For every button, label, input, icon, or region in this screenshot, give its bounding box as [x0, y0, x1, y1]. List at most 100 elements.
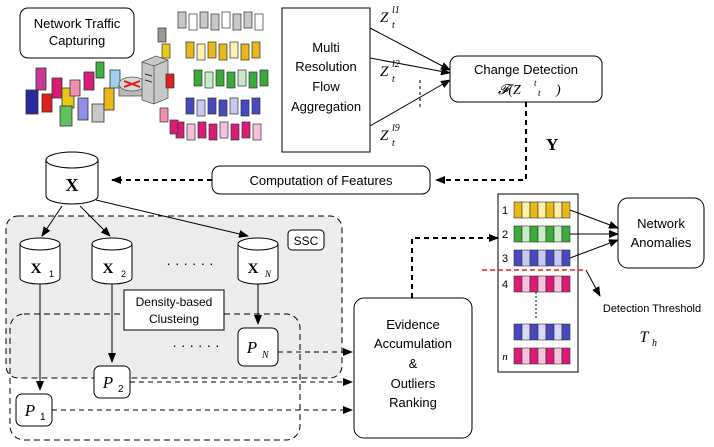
aggregation-to-detection-arrows	[369, 27, 451, 127]
ranking-to-anomalies-arrows	[569, 209, 619, 259]
formula-subscript: t	[538, 88, 541, 98]
ranking-cell	[529, 275, 539, 293]
evidence-label-3: &	[409, 356, 418, 371]
partition-pn-sub: N	[261, 350, 270, 361]
ssc-label-box: SSC	[287, 229, 325, 251]
ranking-row-label: 1	[502, 205, 508, 217]
z9-subscript: t	[392, 138, 395, 149]
ranking-cell	[561, 249, 571, 267]
aggregation-label-4: Aggregation	[291, 99, 361, 114]
ranking-cell	[537, 201, 547, 219]
svg-text:Z: Z	[380, 10, 389, 26]
ranking-cell	[545, 275, 555, 293]
partition-p2-sub: 2	[118, 384, 124, 395]
ranking-cell	[521, 323, 531, 341]
flow-packet	[215, 69, 225, 87]
subspace-ellipsis: · · · · · ·	[166, 255, 213, 271]
flow-packet	[219, 121, 229, 139]
subspace-x1: X 1	[19, 237, 61, 285]
flow-packet	[254, 13, 264, 31]
ranking-cell	[513, 347, 523, 365]
aggregation-label-1: Multi	[312, 40, 340, 55]
ranking-cell	[537, 323, 547, 341]
resolution-z9-label: Z l9 t	[380, 123, 400, 149]
resolution-z2-label: Z l2 t	[380, 59, 400, 85]
subspace-xn: X N	[237, 237, 279, 285]
change-detection-box: Change Detection 𝓕(Z t t )	[449, 55, 603, 103]
density-label-box: Density-based Clusteing	[123, 289, 225, 331]
db-to-subspaces-arrows	[41, 199, 249, 238]
ranking-cell	[545, 347, 555, 365]
ranking-cell	[529, 201, 539, 219]
svg-text:Z: Z	[380, 64, 389, 80]
ranking-cell	[561, 201, 571, 219]
ranking-cell	[529, 249, 539, 267]
ranking-cell	[561, 347, 571, 365]
ranking-row-label: n	[502, 351, 508, 363]
subspace-x1-sub: 1	[49, 269, 54, 279]
change-detection-title: Change Detection	[474, 62, 578, 77]
flow-packet	[248, 71, 258, 89]
partition-p1-label: P	[24, 401, 35, 420]
network-anomalies-box: Network Anomalies	[617, 197, 705, 269]
evidence-to-ranking-arrow	[411, 234, 499, 298]
ranking-cell	[553, 347, 563, 365]
flow-packet	[226, 71, 236, 89]
evidence-label-1: Evidence	[386, 317, 439, 332]
flow-packet	[177, 11, 187, 29]
subspace-x1-label: X	[31, 261, 42, 277]
flow-aggregation-box: Multi Resolution Flow Aggregation	[281, 7, 371, 153]
svg-text:h: h	[652, 338, 657, 349]
flow-packet	[207, 41, 217, 59]
evidence-label-4: Outliers	[391, 376, 436, 391]
flow-packet	[161, 43, 171, 59]
ranking-cell	[513, 275, 523, 293]
flow-packet	[193, 69, 203, 87]
anomalies-label-1: Network	[637, 216, 685, 231]
subspace-xn-sub: N	[264, 269, 272, 279]
flow-packet	[229, 97, 239, 115]
flow-packet	[240, 43, 250, 61]
database-x-label: X	[66, 175, 79, 195]
flow-packet	[186, 123, 196, 141]
ranking-cell	[537, 275, 547, 293]
flow-packet	[159, 107, 169, 123]
features-box: Computation of Features	[211, 165, 431, 195]
ranking-cell	[513, 225, 523, 243]
ranking-cell	[561, 225, 571, 243]
density-label-1: Density-based	[136, 295, 213, 309]
flow-packet	[204, 71, 214, 89]
ranking-cell	[521, 249, 531, 267]
server-icon	[141, 55, 169, 105]
flow-packet	[240, 99, 250, 117]
formula-superscript-base: t	[534, 78, 537, 88]
traffic-capture-label-1: Network Traffic	[34, 16, 121, 31]
anomalies-label-2: Anomalies	[631, 235, 692, 250]
z1-superscript: l1	[392, 5, 400, 16]
ranking-cell	[553, 225, 563, 243]
feature-database-icon: X	[45, 151, 99, 205]
flow-packet	[196, 99, 206, 117]
matrix-y-label: Y	[546, 135, 558, 154]
ranking-cell	[545, 249, 555, 267]
z1-subscript: t	[392, 20, 395, 31]
partition-p1-sub: 1	[40, 412, 46, 423]
partition-p2: P 2	[93, 365, 131, 399]
flow-packet	[232, 13, 242, 31]
ranking-cell	[561, 323, 571, 341]
flow-packet	[185, 41, 195, 59]
resolution-z1-label: Z l1 t	[380, 5, 400, 31]
ranking-row-label: 2	[502, 229, 508, 241]
partitions-to-evidence-arrows	[52, 348, 353, 414]
flow-packet	[252, 123, 262, 141]
flow-packet	[230, 123, 240, 141]
ranking-cell	[553, 249, 563, 267]
flow-packet	[218, 43, 228, 61]
ranking-cell	[537, 225, 547, 243]
flow-packet	[169, 119, 179, 135]
ranking-cell	[545, 225, 555, 243]
router-icon	[118, 76, 146, 97]
density-label-2: Clusteing	[149, 312, 199, 326]
